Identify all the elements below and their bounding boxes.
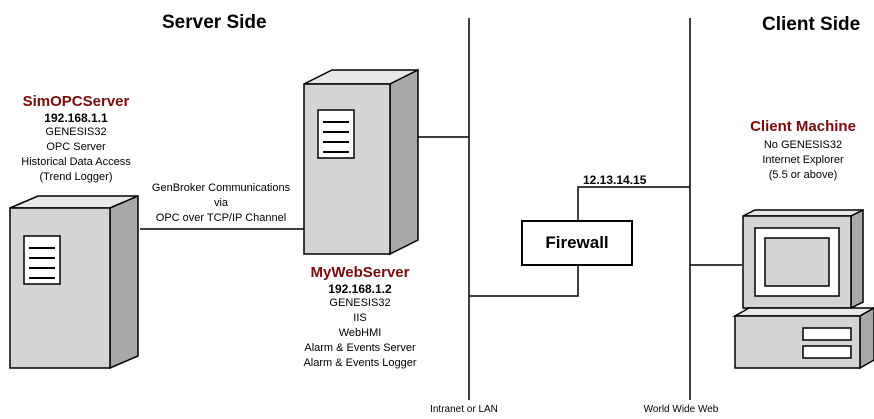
server-tower-icon [303, 68, 419, 256]
genbroker-label: GenBroker Communications via OPC over TC… [152, 181, 290, 226]
web-server-detail: Alarm & Events Logger [303, 357, 417, 369]
genbroker-line: via [213, 197, 229, 209]
client-machine-label: Client Machine No GENESIS32 Internet Exp… [750, 118, 856, 183]
server-tower-icon [9, 194, 139, 370]
client-machine-name: Client Machine [750, 118, 856, 135]
client-machine-detail: No GENESIS32 [763, 139, 843, 151]
server-side-heading: Server Side [162, 12, 267, 33]
web-server-detail: WebHMI [338, 327, 382, 339]
intranet-to-firewall-link [469, 266, 579, 297]
sim-opc-server-name: SimOPCServer [22, 93, 130, 110]
client-side-heading: Client Side [762, 14, 861, 35]
sim-opc-server-detail: GENESIS32 [45, 126, 107, 138]
web-server-name: MyWebServer [310, 264, 410, 281]
sim-opc-server-ip: 192.168.1.1 [44, 111, 108, 125]
sim-opc-server-detail: Historical Data Access [21, 156, 131, 168]
intranet-label: Intranet or LAN [430, 404, 498, 415]
client-machine-detail: Internet Explorer [762, 154, 844, 166]
genbroker-line: OPC over TCP/IP Channel [155, 212, 287, 224]
firewall-ip: 12.13.14.15 [583, 173, 647, 187]
firewall-to-www-link [577, 186, 690, 220]
firewall-label: Firewall [545, 233, 609, 252]
web-server-detail: IIS [353, 312, 367, 324]
www-label: World Wide Web [643, 404, 719, 415]
sim-opc-server-detail: OPC Server [46, 141, 106, 153]
firewall-box: Firewall [521, 220, 633, 266]
web-server-ip: 192.168.1.2 [328, 282, 392, 296]
web-server-detail: GENESIS32 [329, 297, 391, 309]
web-server-detail: Alarm & Events Server [304, 342, 416, 354]
genbroker-line: GenBroker Communications [151, 182, 291, 194]
sim-opc-server-label: SimOPCServer 192.168.1.1 GENESIS32 OPC S… [21, 93, 130, 185]
web-server-label: MyWebServer 192.168.1.2 GENESIS32 IIS We… [303, 264, 416, 371]
client-machine-detail: (5.5 or above) [768, 169, 838, 181]
sim-opc-server-detail: (Trend Logger) [39, 171, 113, 183]
desktop-computer-icon [732, 208, 874, 370]
